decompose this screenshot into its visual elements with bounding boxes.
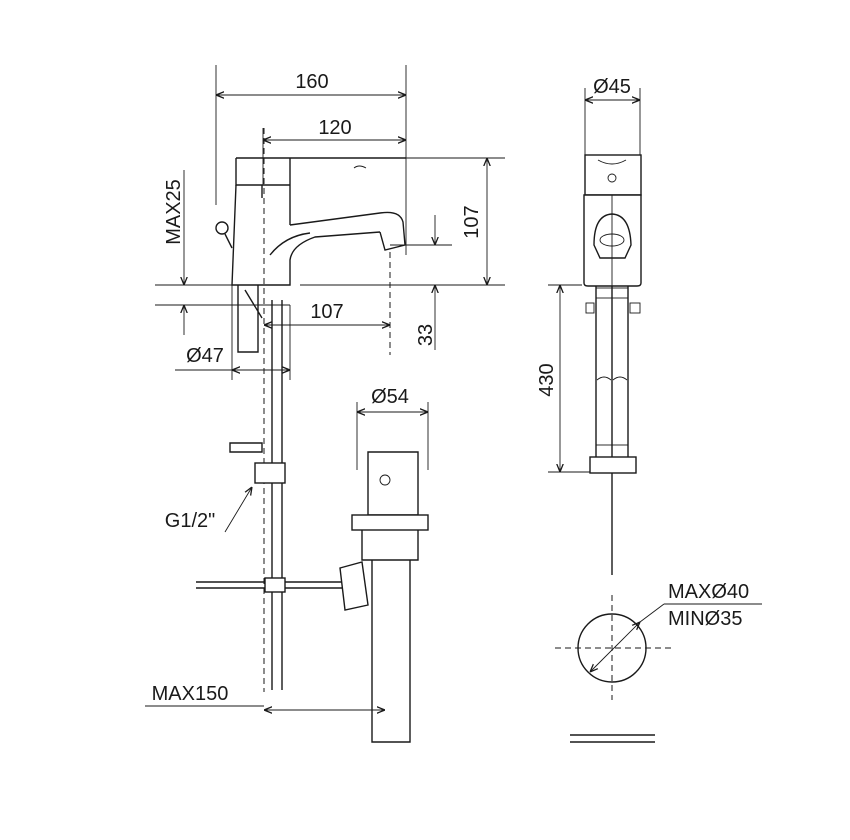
dim-120: 120 xyxy=(318,117,351,139)
dim-max150: MAX150 xyxy=(152,683,229,705)
spout xyxy=(231,184,406,286)
connector xyxy=(229,442,263,453)
waste-body xyxy=(367,451,419,516)
dim-height-107: 107 xyxy=(461,205,483,238)
dim-430: 430 xyxy=(536,363,558,396)
side-body xyxy=(583,194,642,287)
side-lever xyxy=(584,154,642,196)
shank xyxy=(237,285,263,353)
side-nut xyxy=(589,456,637,474)
dim-d54: Ø54 xyxy=(371,386,409,408)
hole-detail: MAXØ40 MINØ35 xyxy=(555,581,762,743)
nut xyxy=(254,462,286,484)
mounting-hole xyxy=(577,613,647,683)
dim-reach-107: 107 xyxy=(310,301,343,323)
pop-up-handle xyxy=(339,561,369,611)
dim-d45: Ø45 xyxy=(593,76,631,98)
spout-curve xyxy=(269,232,311,256)
label-g12-thread: G1/2" xyxy=(165,510,215,532)
lever xyxy=(235,157,406,225)
dim-160: 160 xyxy=(295,71,328,93)
dim-max-d40: MAXØ40 xyxy=(668,581,749,603)
waste-flange xyxy=(351,514,429,531)
dim-max25: MAX25 xyxy=(163,179,185,245)
pop-up-knob xyxy=(215,221,229,235)
dim-d47: Ø47 xyxy=(186,345,224,367)
front-view: 160 120 MAX25 107 33 107 Ø47 Ø54 G1/2" M… xyxy=(145,65,505,743)
hoses xyxy=(271,300,283,690)
dim-min-d35: MINØ35 xyxy=(668,608,742,630)
waste-pipe xyxy=(361,530,419,743)
side-view: Ø45 430 xyxy=(536,76,642,575)
dim-33: 33 xyxy=(415,324,437,346)
